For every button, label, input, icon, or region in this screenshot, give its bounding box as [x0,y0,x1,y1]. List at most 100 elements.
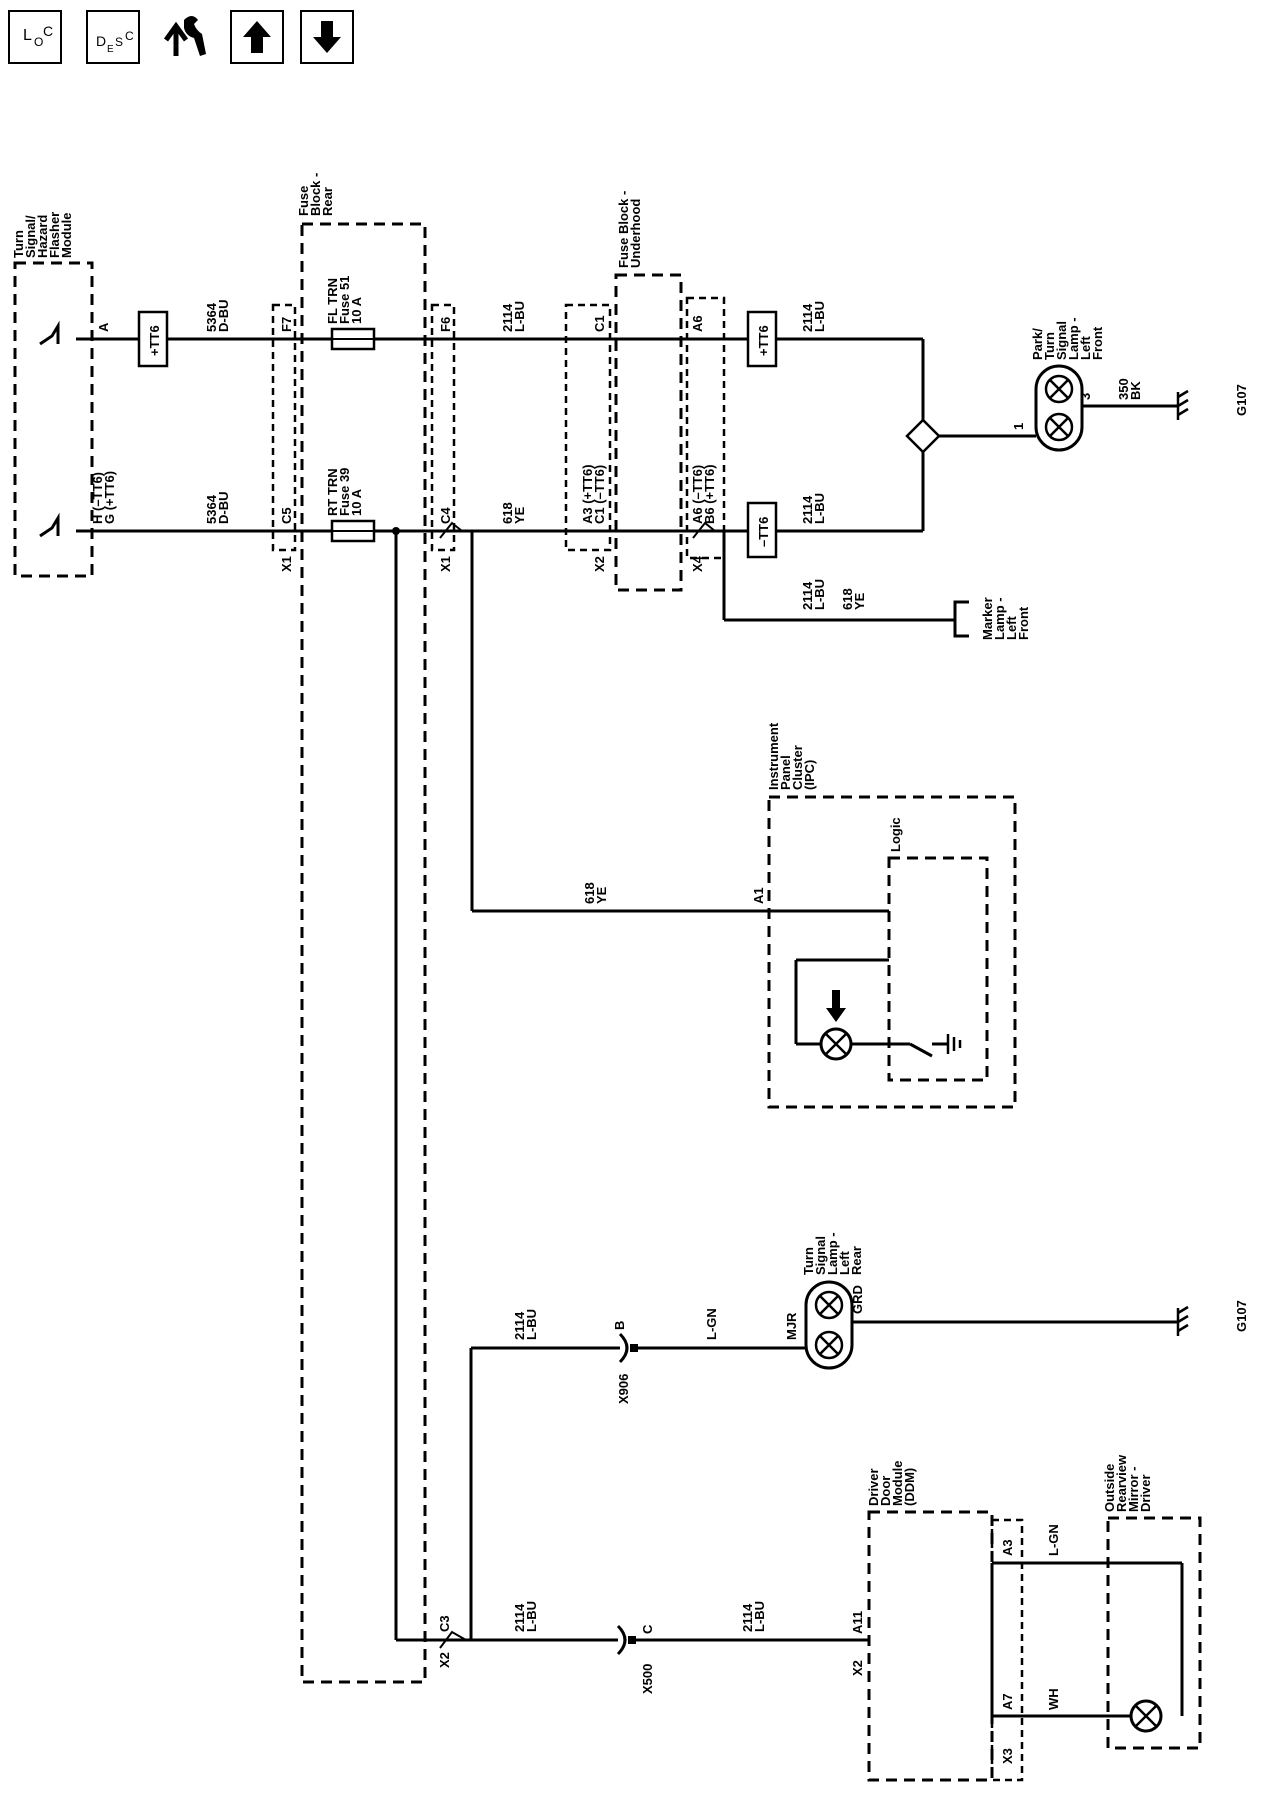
wire-label-lgn-mirror: L-GN [1046,1524,1061,1556]
connector-wrench-icon [163,16,206,56]
fuse-51 [330,327,376,351]
pin-x906-b: B [612,1321,627,1330]
fuse-39 [330,519,376,543]
badge-text-plus-flasher: +TT6 [147,325,162,356]
turn-rear-lamp-label: TurnSignalLamp -LeftRear [801,1232,864,1275]
ipc-label: InstrumentPanelCluster(IPC) [766,722,817,790]
pin-a6: A6 [690,315,705,332]
pin-flasher-h: H (–TT6) [90,472,105,524]
turn-signal-lamp-left-rear [804,1280,854,1370]
ground-g107-rear-icon [1176,1305,1189,1336]
ipc-switch [909,1042,933,1058]
ipc-box [767,795,1017,1109]
flasher-switch-lower [39,512,60,538]
badge-text-minus-front: –TT6 [756,517,771,547]
wire-label-618-a: 618YE [500,502,527,524]
badge-tt6-plus-front [746,310,778,368]
fuse-block-rear-box [300,222,427,1684]
pin-x500: X500 [640,1664,655,1694]
page-up-button[interactable] [230,10,284,64]
arrow-up-icon [243,21,271,53]
desc-c-text: C [125,29,134,43]
flasher-module-box [13,261,94,578]
pin-a3: A3 (+TT6) [580,464,595,524]
fuse-block-rear-x1-input-connector [271,303,297,552]
ipc-arrow-down-icon [826,990,846,1022]
wire-hop-c4 [439,521,463,539]
marker-lamp-symbol [953,600,969,638]
fuse-block-underhood-box [614,273,683,592]
wire-label-wh-mirror: WH [1046,1688,1061,1710]
pin-f7: F7 [279,317,294,332]
badge-tt6-plus-flasher [137,310,169,368]
badge-text-plus-front: +TT6 [756,325,771,356]
fuse-51-label: FL TRNFuse 5110 A [325,276,364,324]
ipc-ground-icon [946,1034,962,1054]
pin-c1b: C1 (–TT6) [592,465,607,524]
pin-x2-rear: X2 [437,1652,452,1668]
wire-label-350: 350BK [1116,378,1143,400]
wire-label-2114-b: 2114L-BU [800,301,827,332]
ddm-label: DriverDoorModule(DDM) [866,1461,917,1507]
pin-park-3: 3 [1078,393,1093,400]
labels: TurnSignal/HazardFlasherModuleFuseBlock … [11,173,1249,1764]
desc-d-text: D [96,33,106,49]
pin-c1: C1 [592,315,607,332]
ipc-indicator-lamp [819,990,853,1061]
wire-label-lgn-rear: L-GN [704,1308,719,1340]
wire-hop-a6 [692,521,716,539]
mirror-box [1106,1516,1202,1750]
loc-l-text: L [23,27,32,44]
pin-c5: C5 [279,507,294,524]
pin-c3: C3 [437,1615,452,1632]
wire-label-5364-upper: 5364D-BU [204,300,231,333]
pin-x1-input: X1 [279,556,294,572]
pin-ddm-x2: X2 [850,1660,865,1676]
underhood-x4-connector [685,296,726,560]
description-button[interactable]: D E S C [86,10,140,64]
wire-hop-c3 [439,1630,467,1649]
pin-flasher-g: G (+TT6) [102,471,117,524]
pin-grd: GRD [850,1285,865,1314]
desc-s-text: S [115,35,123,49]
pin-x1-output: X1 [438,556,453,572]
wire-label-2114-a: 2114L-BU [500,301,527,332]
pin-ipc-a1: A1 [751,887,766,904]
pin-f6: F6 [438,317,453,332]
connector-end-view-button[interactable] [158,10,212,64]
arrow-down-icon [313,21,341,53]
flasher-switch-upper [39,320,60,346]
ddm-box [867,1510,994,1782]
pin-ddm-a7: A7 [1000,1693,1015,1710]
wire-label-2114-c: 2114L-BU [800,493,827,524]
wire-label-2114-d: 2114L-BU [800,579,827,610]
ground-g107-front-label: G107 [1234,384,1249,416]
wire-label-618-d: 618YE [840,588,867,610]
mirror-label: OutsideRearviewMirror -Driver [1102,1454,1153,1512]
park-turn-lamp-left-front [1034,364,1084,452]
page-down-button[interactable] [300,10,354,64]
pin-x4: X4 [690,555,705,572]
fuse-39-label: RT TRNFuse 3910 A [325,468,364,516]
pin-x906: X906 [616,1374,631,1404]
mirror-lamp [1129,1699,1163,1733]
splice-diamond [905,418,941,454]
ground-g107-rear-label: G107 [1234,1300,1249,1332]
flasher-module-label: TurnSignal/HazardFlasherModule [11,212,74,258]
pin-ddm-x3: X3 [1000,1748,1015,1764]
pin-mjr: MJR [784,1312,799,1340]
wire-label-618-ipc: 618YE [582,882,609,904]
ground-g107-front-icon [1176,389,1189,420]
pin-b6: B6 (+TT6) [702,464,717,524]
marker-lamp-label: MarkerLamp -LeftFront [980,597,1031,640]
wire-label-2114-x2: 2114L-BU [512,1601,539,1632]
locator-view-button[interactable]: L O C [8,10,62,64]
pin-ddm-a3: A3 [1000,1539,1015,1556]
fuse-block-rear-x1-output-connector [430,303,456,552]
ipc-logic-label: Logic [888,817,903,852]
ddm-x3-connector [990,1518,1024,1782]
loc-o-text: O [34,35,43,49]
x906-connector [618,1332,638,1364]
badge-tt6-minus-front [746,501,778,559]
